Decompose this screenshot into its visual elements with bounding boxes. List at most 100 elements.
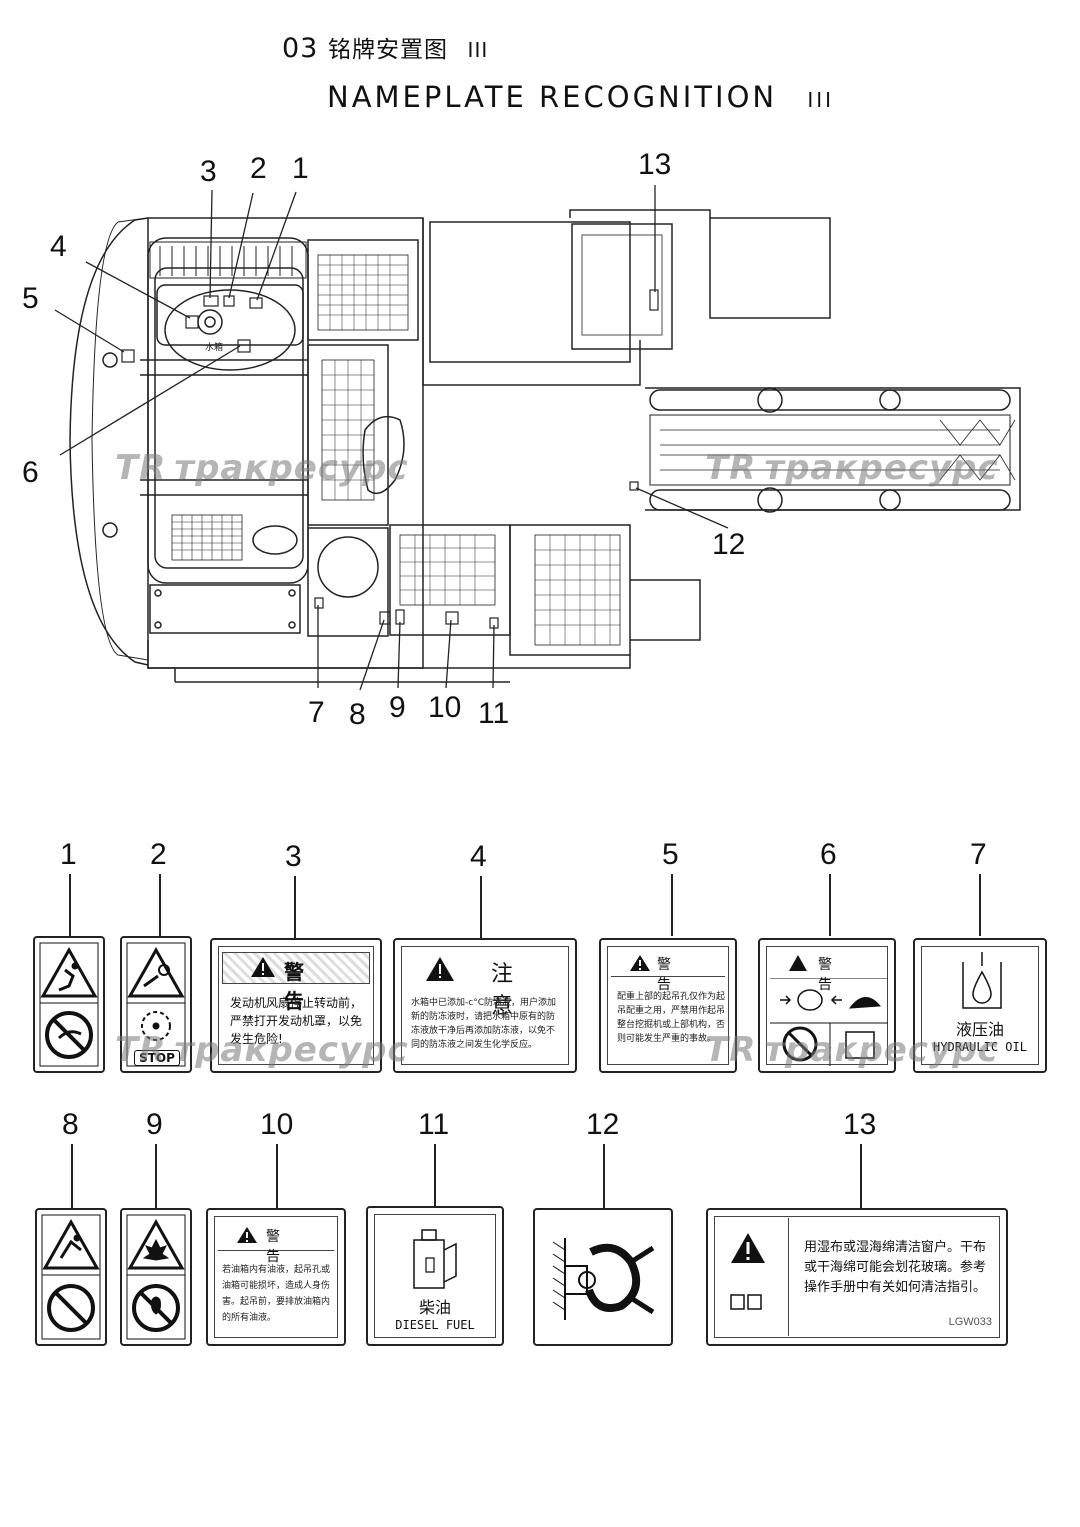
label-card-9 (120, 1208, 192, 1346)
label-card-5: 警 告 配重上部的起吊孔仅作为起吊配重之用，严禁用作起吊整台挖掘机或上部机构，否… (599, 938, 737, 1073)
leader-line (69, 874, 71, 936)
label-inner (766, 946, 888, 1065)
label-card-6: 警 告 (758, 938, 896, 1073)
callout-4: 4 (50, 230, 67, 263)
watermark-text: тракресурс (764, 1030, 999, 1070)
label-7-en: HYDRAULIC OIL (933, 1040, 1027, 1054)
label-inner (921, 946, 1039, 1065)
watermark-text: тракресурс (764, 448, 999, 488)
leader-line (603, 1144, 605, 1208)
callout-5: 5 (22, 282, 39, 315)
leader-line (671, 874, 673, 936)
hot-coolant-icon (770, 978, 888, 1066)
watermark-text: тракресурс (174, 448, 409, 488)
callout-7: 7 (308, 696, 325, 729)
label-10-text: 若油箱内有油液，起吊孔或油箱可能损坏，造成人身伤害。起吊前，要排放油箱内的所有油… (222, 1265, 331, 1323)
watermark-logo: TR (705, 448, 757, 488)
label-card-2: STOP (120, 936, 192, 1073)
title-prefix: 03 (282, 33, 319, 64)
label-card-13: 用湿布或湿海绵清洁窗户。干布或干海绵可能会划花玻璃。参考操作手册中有关如何清洁指… (706, 1208, 1008, 1346)
leader-line (829, 874, 831, 936)
label-5-header-row (611, 950, 725, 977)
watermark-text: тракресурс (174, 1030, 409, 1070)
leader-line (860, 1144, 862, 1208)
callout-2: 2 (250, 152, 267, 185)
leader-line (294, 876, 296, 938)
label-inner (218, 946, 374, 1065)
hydraulic-oil-icon (962, 952, 1002, 1009)
label-number-8: 8 (62, 1108, 79, 1141)
label-13-code: LGW033 (948, 1316, 992, 1328)
title-en-text: NAMEPLATE RECOGNITION (327, 80, 778, 114)
label-card-3: 警 告 发动机风扇停止转动前，严禁打开发动机罩，以免发生危险! (210, 938, 382, 1073)
warning-triangle-icon (237, 1227, 257, 1243)
label-number-7: 7 (970, 838, 987, 871)
label-number-6: 6 (820, 838, 837, 871)
leader-line (979, 874, 981, 936)
callout-6: 6 (22, 456, 39, 489)
callout-8: 8 (349, 698, 366, 731)
label-card-7: 液压油 HYDRAULIC OIL (913, 938, 1047, 1073)
page-title-en: NAMEPLATE RECOGNITION III (327, 80, 834, 114)
watermark-logo: TR (115, 448, 167, 488)
label-card-8 (35, 1208, 107, 1346)
label-card-11: 柴油 DIESEL FUEL (366, 1206, 504, 1346)
leader-line (480, 876, 482, 938)
stop-text: STOP (134, 1050, 180, 1066)
callout-1: 1 (292, 152, 309, 185)
title-en-roman: III (807, 88, 835, 112)
machine-plan-diagram: 水箱 (54, 185, 1021, 691)
warning-triangle-icon (251, 957, 275, 977)
label-number-13: 13 (843, 1108, 877, 1141)
label-card-4: 注 意 水箱中已添加-c°C防冻液，用户添加新的防冻液时，请把水箱中原有的防冻液… (393, 938, 577, 1073)
tank-label: 水箱 (205, 341, 223, 353)
callout-13: 13 (638, 148, 672, 181)
fall-hazard-icon (41, 1214, 101, 1340)
label-11-cn: 柴油 (418, 1298, 451, 1317)
label-number-2: 2 (150, 838, 167, 871)
leader-line (434, 1144, 436, 1206)
label-6-header: 警 告 (818, 957, 852, 993)
label-inner (401, 946, 569, 1065)
label-card-12 (533, 1208, 673, 1346)
label-number-5: 5 (662, 838, 679, 871)
label-number-1: 1 (60, 838, 77, 871)
label-13-text: 用湿布或湿海绵清洁窗户。干布或干海绵可能会划花玻璃。参考操作手册中有关如何清洁指… (804, 1240, 987, 1295)
title-roman: III (467, 38, 489, 62)
label-10-header-row (218, 1220, 334, 1251)
fan-hazard-icon (126, 942, 186, 1067)
callout-10: 10 (428, 691, 462, 724)
label-number-4: 4 (470, 840, 487, 873)
label-10-header: 警 告 (266, 1229, 300, 1265)
label-5-text: 配重上部的起吊孔仅作为起吊配重之用，严禁用作起吊整台挖掘机或上部机构，否则可能发… (617, 992, 726, 1044)
label-number-10: 10 (260, 1108, 294, 1141)
label-inner (214, 1216, 338, 1338)
label-inner (374, 1214, 496, 1338)
callout-12: 12 (712, 528, 746, 561)
warning-triangle-icon (789, 955, 807, 971)
label-5-header: 警 告 (657, 957, 693, 993)
label-3-header: 警 告 (284, 960, 324, 1013)
leader-line (159, 874, 161, 936)
label-4-header: 注 意 (491, 962, 526, 1019)
fire-hazard-icon (126, 1214, 186, 1340)
watermark-logo: TR (705, 1030, 757, 1070)
fuel-can-icon (413, 1229, 457, 1289)
warning-header-band (222, 952, 370, 984)
label-number-9: 9 (146, 1108, 163, 1141)
divider (788, 1218, 789, 1336)
page-title-cn: 03 铭牌安置图 III (282, 30, 488, 64)
title-cn-text: 铭牌安置图 (327, 37, 448, 63)
label-4-text: 水箱中已添加-c°C防冻液，用户添加新的防冻液时，请把水箱中原有的防冻液放干净后… (411, 998, 556, 1050)
callout-9: 9 (389, 691, 406, 724)
warning-triangle-icon (630, 955, 650, 971)
callout-11: 11 (478, 697, 510, 730)
leader-line (276, 1144, 278, 1210)
label-inner (607, 946, 729, 1065)
label-11-en: DIESEL FUEL (395, 1318, 475, 1332)
label-number-11: 11 (418, 1108, 450, 1141)
